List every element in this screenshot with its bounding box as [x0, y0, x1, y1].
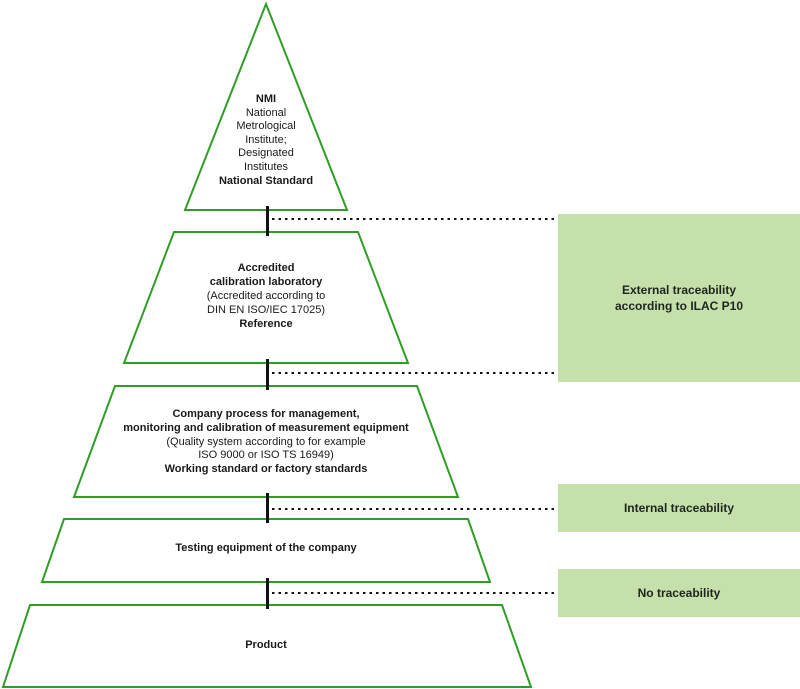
pyramid-level-4-shape [40, 518, 492, 583]
pyramid-level-2-label: Accredited calibration laboratory (Accre… [116, 261, 416, 331]
level3-line: monitoring and calibration of measuremen… [123, 421, 409, 434]
callout-external-line-2: according to ILAC P10 [614, 299, 744, 313]
pyramid-level-4-label: Testing equipment of the company [66, 542, 466, 556]
callout-internal-label: Internal traceability [623, 500, 735, 515]
level3-line: (Quality system according to for example [166, 435, 366, 448]
pyramid-level-1-label: NMI National Metrological Institute; Des… [166, 93, 366, 188]
pyramid-level-5-label: Product [66, 639, 466, 653]
callout-no-label: No traceability [637, 585, 721, 600]
level1-line: Institute; [245, 133, 287, 146]
level1-line: NMI [255, 93, 277, 105]
callout-no-traceability: No traceability [558, 569, 800, 617]
pyramid-level-2-shape [122, 231, 410, 364]
pyramid-level-5-shape [1, 604, 533, 688]
level5-line: Product [245, 639, 287, 651]
callout-external-traceability: External traceability according to ILAC … [558, 214, 800, 382]
pyramid-level-3-shape [72, 385, 460, 498]
level2-line: Reference [239, 318, 293, 330]
level1-line: National Standard [218, 174, 314, 187]
level2-line: Accredited [237, 262, 295, 274]
level1-line: Metrological [236, 120, 296, 133]
level1-line: Designated [238, 147, 294, 160]
level1-line: Institutes [243, 160, 289, 173]
level2-line: calibration laboratory [209, 276, 323, 288]
level2-line: DIN EN ISO/IEC 17025) [207, 304, 325, 316]
level3-line: Company process for management, [172, 408, 360, 420]
level1-line: National [245, 106, 287, 119]
level4-line: Testing equipment of the company [175, 542, 357, 554]
level3-line: Working standard or factory standards [164, 463, 368, 476]
level2-line: (Accredited according to [206, 290, 326, 302]
callout-external-line-1: External traceability [621, 282, 737, 297]
level3-line: ISO 9000 or ISO TS 16949) [198, 449, 334, 462]
callout-internal-traceability: Internal traceability [558, 484, 800, 532]
pyramid-level-3-label: Company process for management, monitori… [76, 408, 456, 477]
